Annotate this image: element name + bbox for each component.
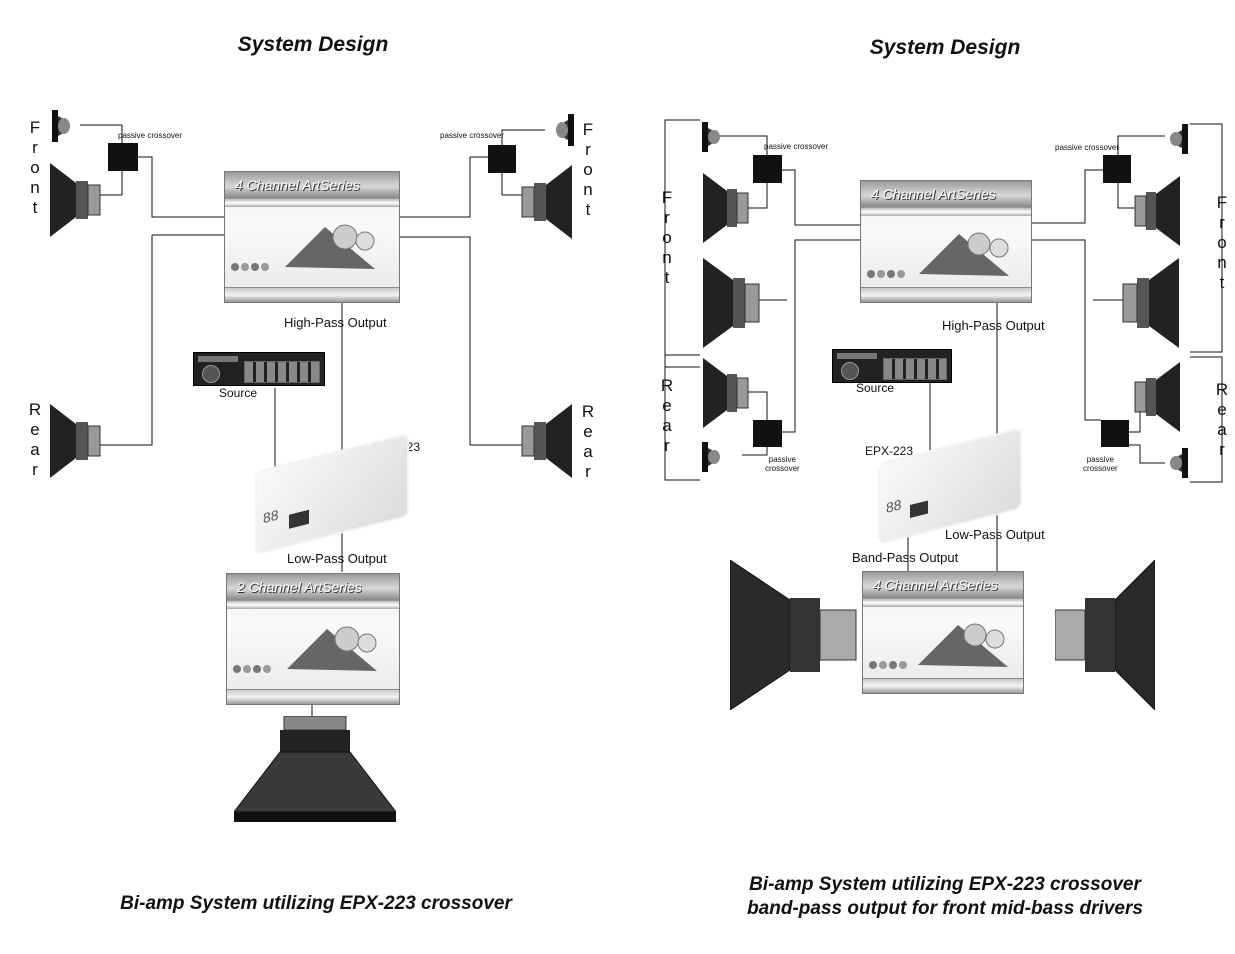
epx-223-crossover: 88 — [878, 427, 1022, 545]
high-pass-output-label: High-Pass Output — [284, 315, 387, 330]
amplifier-title: 4 Channel ArtSeries — [863, 572, 1023, 598]
midbass-speaker-icon — [1122, 258, 1179, 348]
low-pass-output-label: Low-Pass Output — [287, 551, 387, 566]
amplifier-2ch: 2 Channel ArtSeries — [226, 573, 400, 705]
right-caption: Bi-amp System utilizing EPX-223 crossove… — [747, 874, 1143, 919]
head-unit-source — [193, 352, 325, 386]
left-title: System Design — [237, 33, 389, 56]
subwoofer-icon — [234, 716, 396, 822]
large-woofer-icon — [730, 560, 857, 710]
band-pass-output-label: Band-Pass Output — [852, 550, 959, 565]
passive-crossover-label: passive crossover — [1055, 143, 1120, 152]
passive-crossover-box — [108, 143, 138, 171]
right-title: System Design — [869, 36, 1021, 59]
tweeter-icon — [1170, 124, 1188, 154]
tweeter-icon — [556, 114, 574, 146]
source-label: Source — [219, 386, 258, 400]
tweeter-icon — [702, 122, 720, 152]
speaker-icon — [521, 165, 572, 239]
epx-223-crossover: 88 — [255, 432, 409, 556]
passive-crossover-label: passive crossover — [440, 131, 505, 140]
passive-crossover-box — [1101, 420, 1129, 447]
high-pass-output-label: High-Pass Output — [942, 318, 1045, 333]
passive-crossover-box — [753, 155, 782, 183]
amplifier-art-graphic — [867, 232, 1009, 278]
svg-text:88: 88 — [263, 507, 279, 527]
speaker-icon — [703, 173, 749, 243]
passive-crossover-label: passive crossover — [764, 142, 829, 151]
speaker-icon — [1134, 362, 1180, 432]
tweeter-icon — [1170, 448, 1188, 478]
large-woofer-icon — [1055, 560, 1155, 710]
passive-crossover-box — [753, 420, 782, 447]
amplifier-4ch-top: 4 Channel ArtSeries — [860, 180, 1032, 303]
passive-crossover-label: passive crossover — [118, 131, 183, 140]
amplifier-title: 2 Channel ArtSeries — [227, 574, 399, 600]
midbass-speaker-icon — [703, 258, 760, 348]
source-label: Source — [856, 381, 895, 395]
speaker-icon — [1134, 176, 1180, 246]
amplifier-4ch: 4 Channel ArtSeries — [224, 171, 400, 303]
svg-text:88: 88 — [886, 497, 902, 517]
left-caption: Bi-amp System utilizing EPX-223 crossove… — [120, 893, 512, 914]
tweeter-icon — [52, 110, 70, 142]
amplifier-art-graphic — [233, 626, 377, 673]
amplifier-art-graphic — [231, 224, 375, 271]
speaker-icon — [703, 358, 749, 428]
amplifier-art-graphic — [869, 623, 1008, 669]
head-unit-source — [832, 349, 952, 383]
amplifier-title: 4 Channel ArtSeries — [225, 172, 399, 198]
passive-crossover-box — [488, 145, 516, 173]
low-pass-output-label: Low-Pass Output — [945, 527, 1045, 542]
amplifier-4ch-bottom: 4 Channel ArtSeries — [862, 571, 1024, 694]
speaker-icon — [50, 404, 101, 478]
epx-label: EPX-223 — [865, 444, 914, 458]
amplifier-title: 4 Channel ArtSeries — [861, 181, 1031, 207]
speaker-icon — [50, 163, 101, 237]
tweeter-icon — [702, 442, 720, 472]
passive-crossover-box — [1103, 155, 1131, 183]
speaker-icon — [521, 404, 572, 478]
